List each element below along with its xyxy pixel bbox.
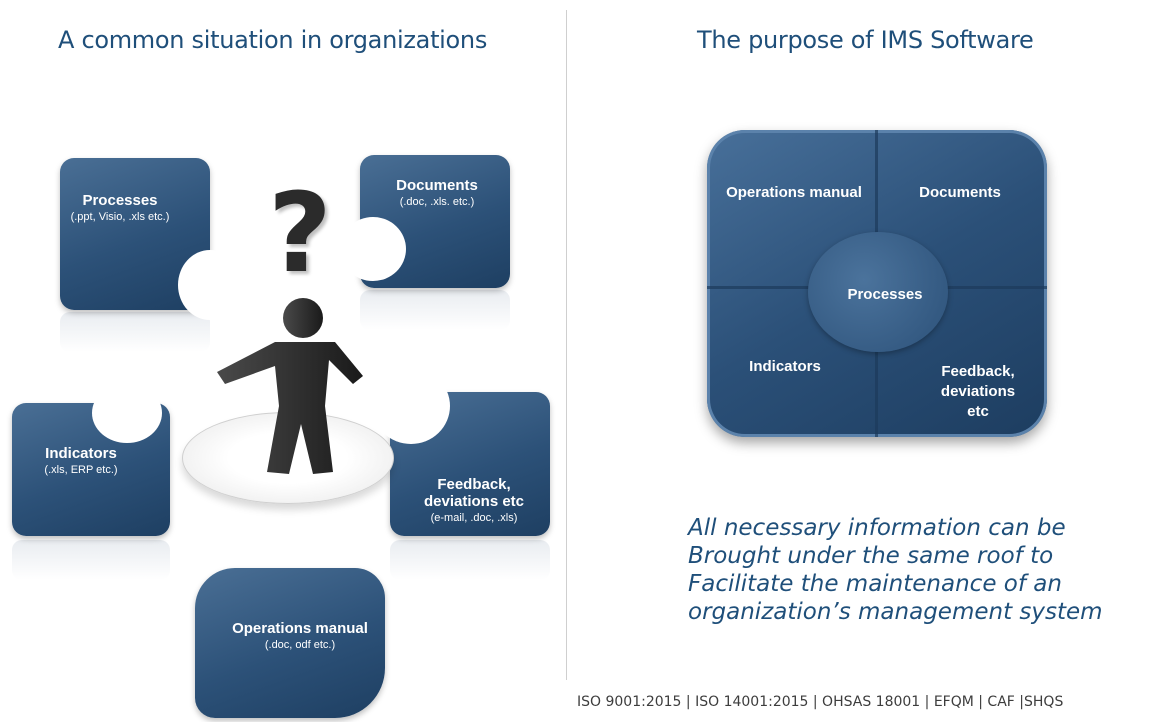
documents-reflection <box>360 290 510 330</box>
feedback-subtitle: (e-mail, .doc, .xls) <box>430 512 518 524</box>
tagline-line: Facilitate the maintenance of an <box>688 571 1062 597</box>
confused-person-figure <box>217 298 363 474</box>
puzzle-feedback-label: Feedback, deviations etc <box>940 363 1016 420</box>
processes-title: Processes <box>82 192 158 209</box>
operations-manual-tile: Operations manual (.doc, odf etc.) <box>195 568 385 718</box>
right-heading: The purpose of IMS Software <box>697 26 1034 54</box>
processes-puzzle-piece <box>808 232 948 352</box>
puzzle-processes-label: Processes <box>847 286 923 303</box>
left-heading: A common situation in organizations <box>58 26 488 54</box>
puzzle-notch <box>92 383 162 443</box>
column-divider <box>566 10 567 680</box>
tagline-line: All necessary information can be <box>688 515 1066 541</box>
tagline: All necessary information can be Brought… <box>688 514 1128 626</box>
documents-subtitle: (.doc, .xls. etc.) <box>399 196 475 208</box>
indicators-title: Indicators <box>45 445 117 462</box>
processes-reflection <box>60 312 210 352</box>
puzzle-notch <box>372 368 450 444</box>
puzzle-notch <box>178 250 242 320</box>
puzzle-documents-label: Documents <box>919 184 1001 201</box>
processes-subtitle: (.ppt, Visio, .xls etc.) <box>70 211 170 223</box>
puzzle-indicators-label: Indicators <box>749 358 821 375</box>
processes-tile: Processes (.ppt, Visio, .xls etc.) <box>60 158 242 320</box>
question-mark: ? <box>268 169 332 297</box>
puzzle-operations-label: Operations manual <box>726 184 862 201</box>
tagline-line: organization’s management system <box>688 599 1103 625</box>
puzzle-notch <box>340 217 406 281</box>
feedback-reflection <box>390 540 550 580</box>
documents-tile: Documents (.doc, .xls. etc.) <box>340 155 510 288</box>
feedback-tile: Feedback, deviations etc (e-mail, .doc, … <box>372 368 550 536</box>
documents-title: Documents <box>396 177 478 194</box>
tagline-line: Brought under the same roof to <box>688 543 1054 569</box>
indicators-subtitle: (.xls, ERP etc.) <box>44 464 118 476</box>
standards-footer: ISO 9001:2015 | ISO 14001:2015 | OHSAS 1… <box>577 694 1064 710</box>
operations-subtitle: (.doc, odf etc.) <box>264 639 336 651</box>
feedback-title: Feedback, deviations etc <box>423 476 525 510</box>
indicators-tile: Indicators (.xls, ERP etc.) <box>12 383 170 536</box>
operations-title: Operations manual <box>232 620 368 637</box>
indicators-reflection <box>12 540 170 580</box>
